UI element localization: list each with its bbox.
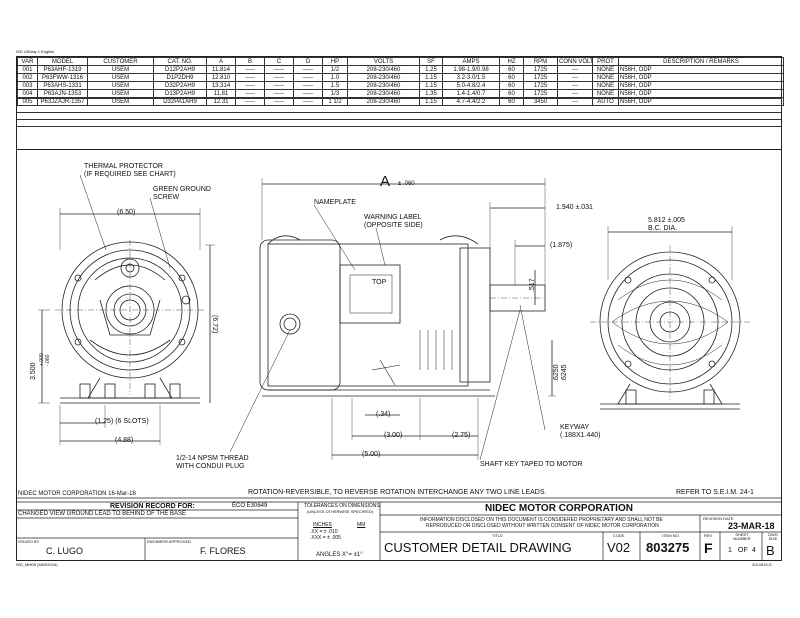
code-value: V02 bbox=[607, 540, 631, 555]
dim-672: (6.72) bbox=[211, 315, 218, 334]
dim-300: (3.00) bbox=[384, 432, 403, 439]
sheet-of: OF bbox=[738, 547, 748, 554]
dim-3500-tol-bot: -.060 bbox=[45, 354, 51, 366]
eco-number: ECO E30649 bbox=[232, 503, 268, 509]
top-label: TOP bbox=[372, 279, 387, 286]
dwg-size-label: DWG SIZE bbox=[768, 532, 778, 541]
dim-500: (5.00) bbox=[362, 451, 381, 458]
refer-note: REFER TO S.E.I.M. 24-1 bbox=[676, 489, 754, 496]
engineer: F. FLORES bbox=[200, 546, 246, 556]
sheet-number-label: SHEET NUMBER bbox=[733, 532, 751, 541]
dim-6245: .6245 bbox=[561, 364, 568, 382]
thermal-protector-note: (IF REQUIRED SEE CHART) bbox=[84, 171, 176, 178]
dim-650: (6.50) bbox=[117, 209, 136, 216]
tolerance-subtitle: (UNLESS OTHERWISE SPECIFIED) bbox=[307, 509, 374, 514]
green-ground-screw: SCREW bbox=[153, 194, 180, 201]
dim-a-tol: ± .060 bbox=[398, 181, 415, 187]
sheet-total: 4 bbox=[752, 547, 756, 554]
keyway-label: KEYWAY bbox=[560, 424, 590, 431]
dim-517: .517 bbox=[529, 278, 536, 292]
revision-record-label: REVISION RECORD FOR: bbox=[110, 503, 195, 510]
dim-125-slots: (1.25) (6 SLOTS) bbox=[95, 418, 149, 425]
nameplate-label: NAMEPLATE bbox=[314, 199, 356, 206]
corp-note: NIDEC MOTOR CORPORATION 16-Mar-18 bbox=[18, 491, 136, 497]
company-name: NIDEC MOTOR CORPORATION bbox=[485, 503, 633, 514]
inches-label: INCHES bbox=[313, 522, 332, 528]
revision-date-label: REVISION DATE bbox=[703, 516, 734, 521]
dim-6250: .6250 bbox=[553, 364, 560, 382]
rev-label: REV bbox=[704, 533, 713, 538]
issued-by: C. LUGO bbox=[46, 546, 84, 556]
engineer-label: ENGINEER APPROVED bbox=[147, 539, 192, 544]
left-end-view bbox=[55, 240, 205, 404]
dim-1875: (1.875) bbox=[550, 242, 573, 249]
dim-a: A bbox=[380, 173, 391, 190]
shaft-key-label: SHAFT KEY TAPED TO MOTOR bbox=[480, 461, 583, 468]
warning-label-side: (OPPOSITE SIDE) bbox=[364, 222, 423, 229]
dim-34: (.34) bbox=[376, 411, 391, 418]
revision-date: 23-MAR-18 bbox=[728, 521, 775, 531]
tolerance-title: TOLERANCES ON DIMENSIONS bbox=[304, 503, 380, 509]
rotation-note: ROTATION-REVERSIBLE, TO REVERSE ROTATION… bbox=[248, 489, 547, 496]
thermal-protector-label: THERMAL PROTECTOR bbox=[84, 163, 163, 170]
change-note: CHANGED VIEW GROUND LEAD TO BEHIND OF TH… bbox=[18, 511, 187, 517]
table-divider bbox=[17, 112, 781, 113]
proprietary-note-2: REPRODUCED OR DISCLOSED WITHOUT WRITTEN … bbox=[426, 523, 659, 529]
sheet-number: 1 bbox=[728, 547, 732, 554]
title-label: TITLE bbox=[492, 533, 503, 538]
mm-label: MM bbox=[357, 522, 366, 528]
item-label: ITEM NO. bbox=[662, 533, 680, 538]
bc-dia-label: B.C. DIA. bbox=[648, 225, 678, 232]
tol-xx: .XX = ± .010 bbox=[310, 529, 338, 535]
dwg-size: B bbox=[766, 543, 775, 558]
rev-value: F bbox=[704, 540, 713, 556]
warning-label: WARNING LABEL bbox=[364, 214, 422, 221]
table-divider bbox=[17, 119, 781, 120]
green-ground-label: GREEN GROUND bbox=[153, 186, 211, 193]
table-divider bbox=[17, 98, 781, 99]
bc-dim: 5.812 ±.005 bbox=[648, 217, 685, 224]
dim-3500: 3.500 bbox=[30, 362, 37, 380]
side-view bbox=[259, 235, 546, 397]
issued-by-label: ISSUED BY bbox=[18, 539, 40, 544]
code-label: CODE bbox=[613, 533, 625, 538]
sheet-top-note: WD USItaly 1 English bbox=[16, 49, 55, 54]
tol-xxx: .XXX = ± .005 bbox=[310, 535, 341, 541]
dim-488: (4.88) bbox=[115, 437, 134, 444]
right-end-view bbox=[590, 245, 750, 410]
dim-275: (2.75) bbox=[452, 432, 471, 439]
item-number: 803275 bbox=[646, 540, 690, 555]
npsm-thread-label: 1/2-14 NPSM THREAD bbox=[176, 455, 249, 462]
npsm-conduit-plug: WITH CONDUI PLUG bbox=[176, 463, 245, 470]
table-divider bbox=[17, 126, 781, 127]
keyway-size: (.188X1.440) bbox=[560, 432, 601, 439]
doc-code: 20L0615-D bbox=[752, 562, 772, 567]
form-number: WD_MM08 (MAR2016) bbox=[16, 562, 58, 567]
drawing-title: CUSTOMER DETAIL DRAWING bbox=[384, 540, 572, 555]
tol-angles: ANGLES X°= ±1° bbox=[316, 552, 363, 558]
dim-1940: 1.940 ±.031 bbox=[556, 204, 593, 211]
proprietary-note-1: INFORMATION DISCLOSED ON THIS DOCUMENT I… bbox=[420, 517, 663, 523]
drawing-area-border bbox=[17, 149, 781, 150]
table-divider bbox=[17, 105, 781, 106]
